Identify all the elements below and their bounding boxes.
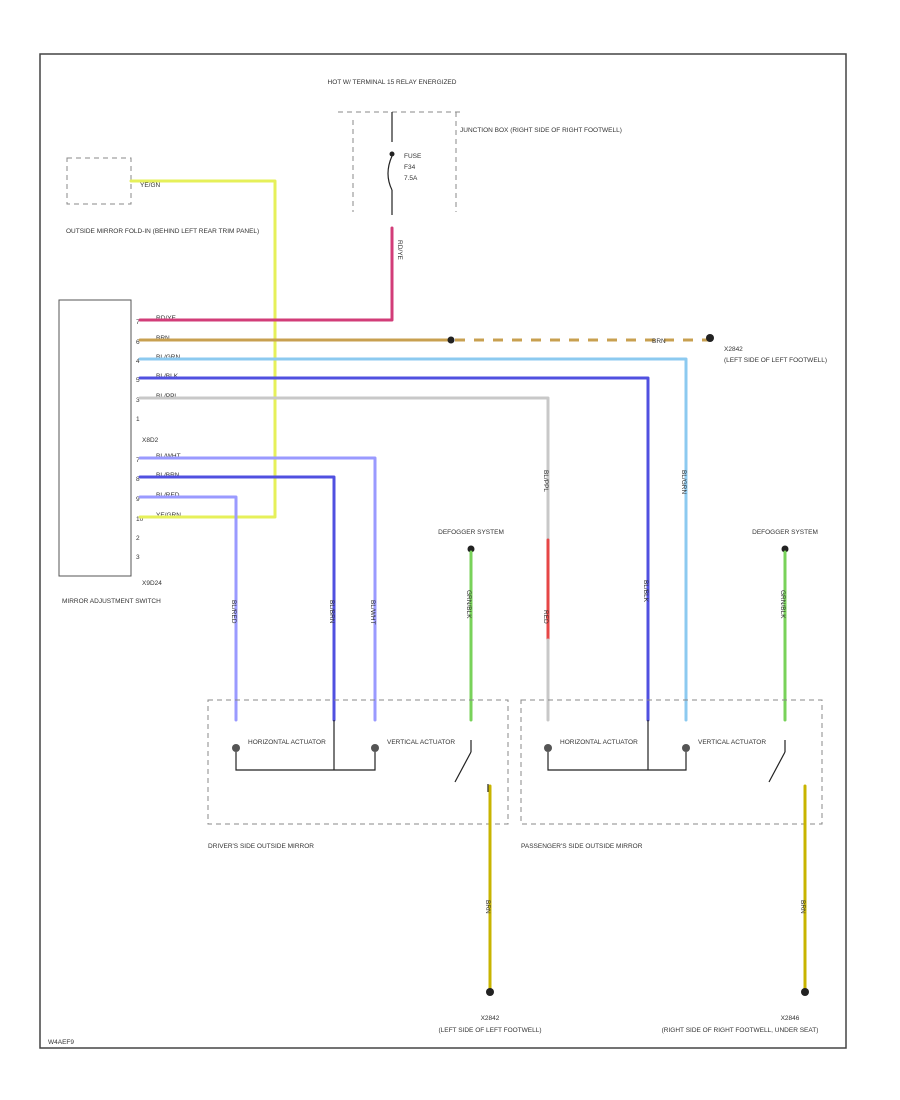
pas-vertical-actuator: VERTICAL ACTUATOR (698, 739, 766, 746)
defogger-right-label: DEFOGGER SYSTEM (752, 529, 818, 536)
pas-defogger-switch (768, 751, 786, 783)
switch-pin-number: 7 (136, 457, 140, 464)
ground-left-name: X2842 (481, 1015, 500, 1022)
switch-connector-top: X8D2 (142, 437, 159, 444)
fuse-name: FUSE (404, 153, 422, 160)
switch-pin-number: 6 (136, 339, 140, 346)
lbl-pas-red: RED (542, 610, 549, 624)
ground-left-desc: (LEFT SIDE OF LEFT FOOTWELL) (438, 1027, 541, 1034)
defogger-left-label: DEFOGGER SYSTEM (438, 529, 504, 536)
lbl-pas-green: GRN/BLK (779, 590, 786, 619)
lbl-pas-purple: BL/PPL (542, 470, 549, 492)
drivers-actuators: HORIZONTAL ACTUATOR VERTICAL ACTUATOR (232, 720, 489, 792)
folding-module-label: OUTSIDE MIRROR FOLD-IN (BEHIND LEFT REAR… (66, 228, 259, 235)
fuse-f34: FUSE F34 7.5A (387, 112, 422, 215)
drivers-mirror-box (207, 699, 509, 825)
switch-pin-number: 7 (136, 319, 140, 326)
lbl-drv-blue1: BL/WHT (369, 600, 376, 625)
fuse-rating: 7.5A (404, 175, 418, 182)
ground-right-name: X2846 (781, 1015, 800, 1022)
hot-label: HOT W/ TERMINAL 15 RELAY ENERGIZED (328, 79, 457, 86)
switch-connector-bottom: X9D24 (142, 580, 162, 587)
switch-pin-number: 3 (136, 397, 140, 404)
switch-pin-number: 4 (136, 358, 140, 365)
junction-box-label: JUNCTION BOX (RIGHT SIDE OF RIGHT FOOTWE… (460, 127, 622, 134)
diagram-frame (39, 53, 847, 1049)
wire-red-yellow (138, 226, 394, 322)
ground-top-dot (706, 334, 714, 342)
ground-right-desc: (RIGHT SIDE OF RIGHT FOOTWELL, UNDER SEA… (662, 1027, 819, 1034)
ground-right-dot (801, 988, 809, 996)
ground-top-name: X2842 (724, 346, 743, 353)
wire-yellow-green (129, 179, 277, 519)
lbl-gnd-right: BRN (799, 900, 806, 914)
mirror-adjustment-switch-box (58, 299, 132, 577)
lbl-pas-bgrn: BL/GRN (680, 470, 687, 495)
lbl-drv-green: GRN/BLK (465, 590, 472, 619)
drv-horizontal-actuator: HORIZONTAL ACTUATOR (248, 739, 326, 746)
folding-module-box (66, 157, 132, 205)
wire-drv-blue2 (138, 475, 336, 722)
switch-pin-number: 3 (136, 554, 140, 561)
folding-wire-label: YE/GN (140, 182, 161, 189)
lbl-top-wire: RD/YE (396, 240, 403, 261)
footer-code: W4AEF9 (48, 1039, 74, 1046)
drv-vertical-actuator: VERTICAL ACTUATOR (387, 739, 455, 746)
switch-pin-number: 9 (136, 496, 140, 503)
defogger-left-dot (467, 545, 475, 553)
lbl-drv-blue3: BL/RED (230, 600, 237, 624)
wire-blue-green (138, 357, 688, 722)
brown-splice-dot (447, 336, 455, 344)
passengers-actuators: HORIZONTAL ACTUATOR VERTICAL ACTUATOR (544, 720, 786, 783)
ground-top-desc: (LEFT SIDE OF LEFT FOOTWELL) (724, 357, 827, 364)
switch-pin-number: 5 (136, 377, 140, 384)
drivers-mirror-label: DRIVER'S SIDE OUTSIDE MIRROR (208, 843, 314, 850)
lbl-drv-blue2: BL/BRN (328, 600, 335, 624)
passengers-mirror-box (520, 699, 823, 825)
switch-pin-number: 8 (136, 476, 140, 483)
switch-name: MIRROR ADJUSTMENT SWITCH (62, 598, 161, 605)
lbl-pas-blue: BL/BLK (642, 580, 649, 603)
pas-horizontal-actuator: HORIZONTAL ACTUATOR (560, 739, 638, 746)
wire-drv-blue1 (138, 456, 377, 722)
passengers-mirror-label: PASSENGER'S SIDE OUTSIDE MIRROR (521, 843, 643, 850)
defogger-right-dot (781, 545, 789, 553)
drv-defogger-switch (454, 751, 472, 783)
wire-blue-purple (138, 396, 550, 542)
switch-pin-number: 10 (136, 516, 144, 523)
switch-pin-number: 2 (136, 535, 140, 542)
wire-drv-blue3 (138, 495, 238, 722)
lbl-gnd-left: BRN (484, 900, 491, 914)
fuse-number: F34 (404, 164, 416, 171)
ground-left-dot (486, 988, 494, 996)
wire-blue-black (138, 376, 650, 722)
switch-pin-number: 1 (136, 416, 140, 423)
ground-top-wire: BRN (652, 338, 666, 345)
